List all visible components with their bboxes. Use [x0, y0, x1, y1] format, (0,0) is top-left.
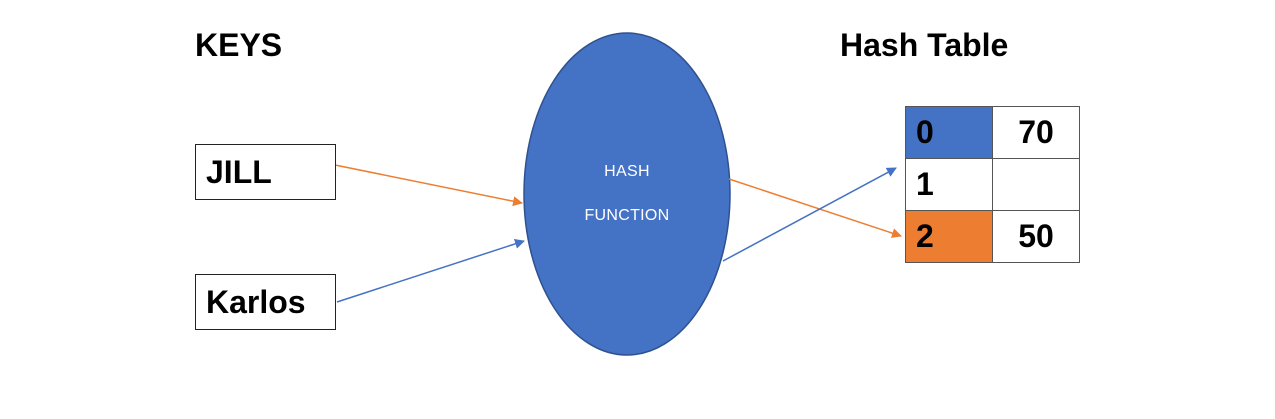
hash-function-label-line1: HASH: [604, 163, 650, 180]
hash-function-label-line2: FUNCTION: [584, 207, 670, 224]
hash-table: 0 70 1 2 50: [905, 106, 1080, 263]
key-box-jill: JILL: [195, 144, 336, 200]
hash-table-row: 0 70: [905, 106, 1080, 159]
hash-function-ellipse: [523, 32, 731, 356]
hash-table-row: 1: [905, 158, 1080, 211]
hash-table-index-cell: 2: [905, 210, 993, 263]
hash-table-index-cell: 1: [905, 158, 993, 211]
hash-table-value-cell: 70: [992, 106, 1080, 159]
arrow-jill-to-hash: [334, 164, 523, 207]
hash-table-heading: Hash Table: [840, 27, 1009, 63]
hash-table-value-cell: [992, 158, 1080, 211]
hash-table-index-cell: 0: [905, 106, 993, 159]
arrow-hash-to-slot-2: [728, 178, 902, 238]
arrow-hash-to-slot-0: [722, 167, 897, 262]
key-box-karlos: Karlos: [195, 274, 336, 330]
hash-table-value-cell: 50: [992, 210, 1080, 263]
arrow-karlos-to-hash: [336, 239, 525, 303]
hash-table-row: 2 50: [905, 210, 1080, 263]
keys-heading: KEYS: [195, 27, 283, 63]
